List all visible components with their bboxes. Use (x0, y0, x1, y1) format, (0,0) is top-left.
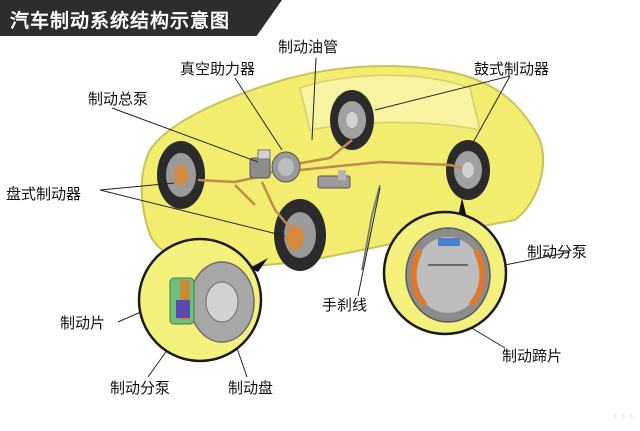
master-cylinder-assembly (249, 149, 301, 183)
label-disc-brake: 盘式制动器 (6, 185, 82, 203)
wheel-rear-left (330, 90, 374, 150)
label-vacuum-booster: 真空助力器 (180, 60, 256, 78)
label-handbrake-cable: 手刹线 (322, 296, 368, 314)
wheel-front-right (274, 199, 326, 271)
label-brake-disc: 制动盘 (228, 379, 274, 397)
wheel-rear-right (446, 140, 490, 200)
wheel-front-left (157, 141, 205, 209)
disc-brake-callout (137, 237, 263, 363)
callout-connector-disc (250, 258, 268, 272)
label-wheel-cylinder-disc: 制动分泵 (110, 379, 171, 397)
label-brake-shoe: 制动蹄片 (502, 347, 563, 365)
watermark: ◦ ◦ ◦ (612, 413, 634, 423)
label-drum-brake: 鼓式制动器 (474, 60, 550, 78)
pedal-unit (317, 170, 351, 189)
label-brake-pipe: 制动油管 (278, 38, 339, 56)
label-wheel-cylinder-drum: 制动分泵 (527, 243, 588, 261)
handbrake-cable (361, 184, 381, 271)
diagram-title: 汽车制动系统结构示意图 (10, 10, 231, 32)
leader-lines (99, 57, 571, 378)
label-brake-pad: 制动片 (60, 314, 106, 332)
car-window (299, 74, 482, 131)
drum-brake-callout (382, 210, 508, 336)
title-banner: 汽车制动系统结构示意图 (0, 0, 282, 36)
label-master-cylinder: 制动总泵 (88, 90, 149, 108)
